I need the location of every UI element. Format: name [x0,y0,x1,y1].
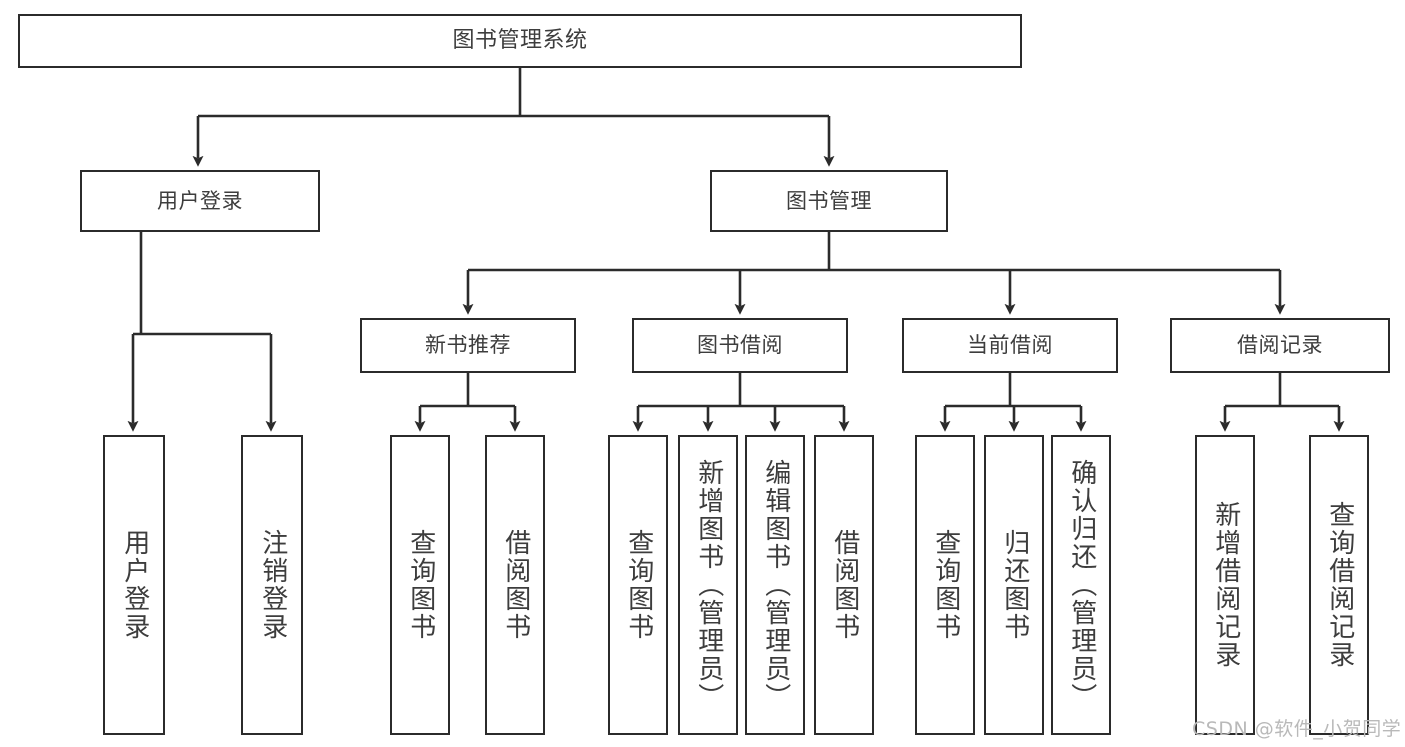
node-label: 借阅图书 [500,529,531,641]
node-label: 查询借阅记录 [1324,501,1355,669]
node-label: 新增图书（管理员） [693,459,724,711]
node-current-borrow[interactable]: 当前借阅 [902,318,1118,373]
node-label: 借阅图书 [829,529,860,641]
leaf-query-book-current[interactable]: 查询图书 [915,435,975,735]
leaf-query-borrow-record[interactable]: 查询借阅记录 [1309,435,1369,735]
node-label: 图书借阅 [697,333,783,357]
node-label: 新增借阅记录 [1210,501,1241,669]
node-label: 查询图书 [623,529,654,641]
node-label: 新书推荐 [425,333,511,357]
leaf-confirm-return-admin[interactable]: 确认归还（管理员） [1051,435,1111,735]
leaf-user-logout[interactable]: 注销登录 [241,435,303,735]
node-new-book-recommend[interactable]: 新书推荐 [360,318,576,373]
leaf-edit-book-admin[interactable]: 编辑图书（管理员） [745,435,805,735]
node-borrow-record[interactable]: 借阅记录 [1170,318,1390,373]
node-label: 查询图书 [930,529,961,641]
node-label: 当前借阅 [967,333,1053,357]
node-label: 图书管理 [786,188,872,213]
leaf-query-book-recommend[interactable]: 查询图书 [390,435,450,735]
node-label: 编辑图书（管理员） [760,459,791,711]
node-label: 用户登录 [119,529,150,641]
csdn-watermark: CSDN @软件_小贺同学 [1192,718,1402,740]
node-label: 用户登录 [157,188,243,213]
node-label: 图书管理系统 [452,28,588,53]
node-user-login[interactable]: 用户登录 [80,170,320,232]
leaf-borrow-book[interactable]: 借阅图书 [814,435,874,735]
node-label: 借阅记录 [1237,333,1323,357]
leaf-user-login[interactable]: 用户登录 [103,435,165,735]
node-label: 注销登录 [257,529,288,641]
node-root-book-management-system[interactable]: 图书管理系统 [18,14,1022,68]
leaf-borrow-book-recommend[interactable]: 借阅图书 [485,435,545,735]
leaf-query-book-borrow[interactable]: 查询图书 [608,435,668,735]
node-label: 归还图书 [999,529,1030,641]
node-label: 查询图书 [405,529,436,641]
leaf-return-book[interactable]: 归还图书 [984,435,1044,735]
node-book-borrow[interactable]: 图书借阅 [632,318,848,373]
node-book-management[interactable]: 图书管理 [710,170,948,232]
leaf-add-borrow-record[interactable]: 新增借阅记录 [1195,435,1255,735]
node-label: 确认归还（管理员） [1066,459,1097,711]
leaf-add-book-admin[interactable]: 新增图书（管理员） [678,435,738,735]
